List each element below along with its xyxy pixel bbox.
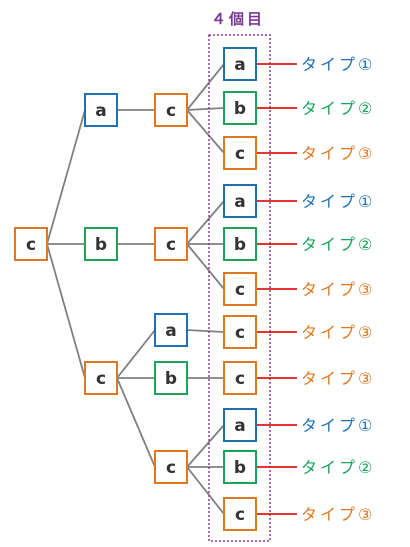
type-label: タイプ③ (301, 505, 375, 524)
level3-node: b (154, 361, 188, 395)
edge-level3-to-level4 (186, 109, 225, 154)
level4-node: c (223, 272, 257, 306)
fourth-column-heading: ４個目 (211, 10, 265, 28)
node-letter: a (234, 192, 245, 212)
node-letter: a (234, 55, 245, 75)
edge-root-to-level2 (46, 243, 86, 379)
node-letter: c (235, 369, 245, 389)
type-label: タイプ② (301, 235, 375, 254)
node-letter: b (165, 369, 177, 389)
node-letter: a (165, 321, 176, 341)
level2-node: c (84, 361, 118, 395)
level2-node: b (84, 227, 118, 261)
edge-level2-to-level3 (116, 329, 156, 379)
edge-level3-to-level4 (186, 329, 225, 333)
edge-level3-to-level4 (186, 424, 225, 468)
node-letter: c (235, 144, 245, 164)
level3-node: c (154, 93, 188, 127)
type-label: タイプ③ (301, 369, 375, 388)
edge-level2-to-level3 (116, 377, 156, 468)
type-label: タイプ③ (301, 323, 375, 342)
type-label: タイプ① (301, 192, 375, 211)
level3-node: a (154, 313, 188, 347)
level4-node: c (223, 136, 257, 170)
edge-root-to-level2 (46, 109, 86, 245)
type-label: タイプ② (301, 458, 375, 477)
node-letter: c (166, 101, 176, 121)
level4-node: c (223, 315, 257, 349)
level4-node: a (223, 408, 257, 442)
node-letter: b (234, 458, 246, 478)
edge-level3-to-level4 (186, 466, 225, 515)
type-label: タイプ③ (301, 144, 375, 163)
node-letter: c (96, 369, 106, 389)
edge-level3-to-level4 (186, 107, 225, 111)
type-label: タイプ② (301, 99, 375, 118)
node-letter: c (26, 235, 36, 255)
level4-node: c (223, 361, 257, 395)
node-letter: a (234, 416, 245, 436)
type-connectors (256, 63, 297, 515)
fourth-column-frame (208, 34, 271, 542)
level4-node: b (223, 91, 257, 125)
node-letter: c (235, 505, 245, 525)
level4-node: a (223, 184, 257, 218)
level2-node: a (84, 93, 118, 127)
level4-node: b (223, 450, 257, 484)
tree-edges (46, 63, 225, 515)
node-letter: b (95, 235, 107, 255)
node-letter: b (234, 235, 246, 255)
level3-node: c (154, 450, 188, 484)
node-letter: c (166, 235, 176, 255)
edge-level3-to-level4 (186, 63, 225, 111)
node-letter: c (235, 323, 245, 343)
type-label: タイプ③ (301, 280, 375, 299)
node-letter: c (235, 280, 245, 300)
root-node: c (14, 227, 48, 261)
type-labels: タイプ① タイプ② タイプ③ タイプ① タイプ② タイプ③ タイプ③ タイプ③ タイプ① タイプ②… (301, 55, 375, 524)
type-label: タイプ① (301, 416, 375, 435)
node-letter: a (95, 101, 106, 121)
level4-node: a (223, 47, 257, 81)
level4-node: c (223, 497, 257, 531)
node-letter: c (166, 458, 176, 478)
tree-nodes: c a b c c c a b c a b c a b c c c a b c (14, 47, 257, 531)
type-label: タイプ① (301, 55, 375, 74)
level3-node: c (154, 227, 188, 261)
edge-level3-to-level4 (186, 200, 225, 245)
edge-level3-to-level4 (186, 243, 225, 290)
level4-node: b (223, 227, 257, 261)
node-letter: b (234, 99, 246, 119)
